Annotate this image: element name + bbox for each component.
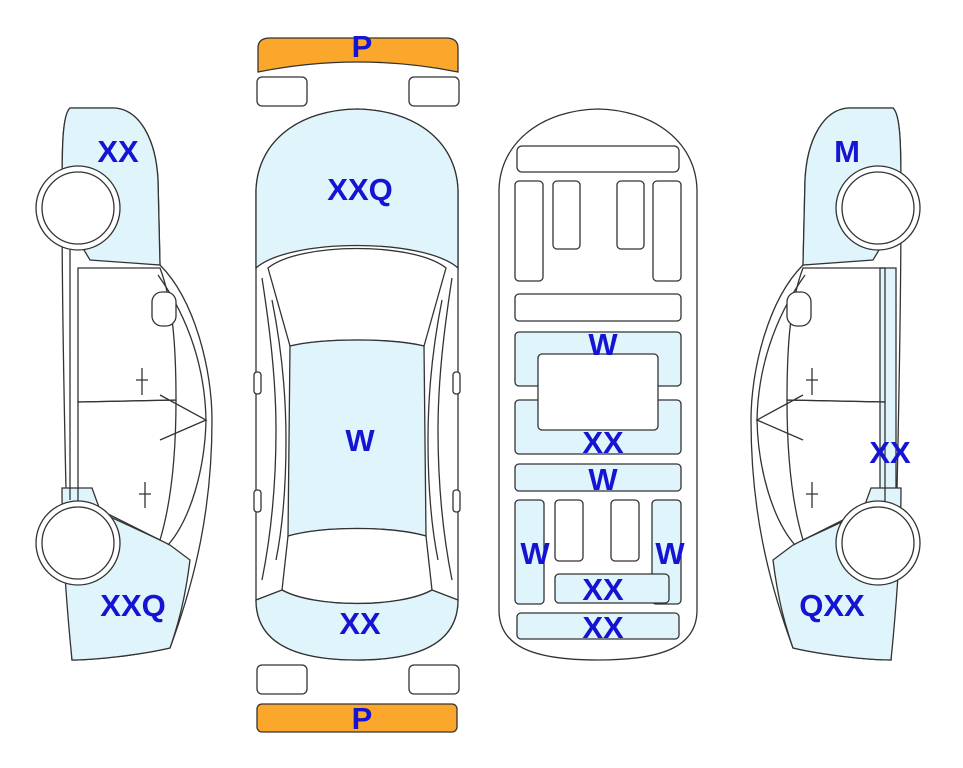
interior-cargo-zone[interactable] [516, 612, 680, 640]
left-door-handle [253, 489, 262, 513]
right-rear-label: QXX [799, 588, 865, 623]
interior-rear-left-zone[interactable] [514, 499, 545, 605]
interior-front-right-seat [616, 180, 645, 250]
left-mirror [253, 371, 262, 395]
interior-dash-label: W [588, 327, 618, 362]
left-front-wheel [35, 165, 121, 251]
interior-front-right-door [652, 180, 682, 282]
interior-rear-right-seat [610, 499, 640, 562]
interior-front-seat-label: W [588, 462, 618, 497]
interior-rear-center-zone[interactable] [554, 573, 670, 604]
rear-bumper-shape [256, 703, 458, 733]
roof-label: W [345, 423, 375, 458]
right-mirror [452, 371, 461, 395]
right-side-car: M XX QXX [750, 107, 921, 661]
top-view-car: XXQ W XX [253, 108, 461, 661]
left-rear-wheel-rim [41, 506, 115, 580]
windshield [267, 247, 447, 347]
left-front-label: XX [97, 134, 139, 169]
right-side-mirror [786, 291, 812, 327]
right-window-inner [427, 299, 443, 561]
left-side-mirror [151, 291, 177, 327]
interior-dashboard [516, 145, 680, 173]
trunk-panel[interactable] [255, 589, 459, 661]
right-side-windows [437, 277, 453, 581]
rear-right-light [408, 664, 460, 695]
left-side-windows [261, 277, 277, 581]
left-window-frame [159, 394, 208, 441]
right-rear-wheel-rim [841, 506, 915, 580]
front-bumper-shape [257, 37, 459, 73]
left-front-handle [136, 368, 148, 395]
left-front-wheel-rim [41, 171, 115, 245]
hood-label: XXQ [327, 172, 392, 207]
trunk-label: XX [339, 606, 381, 641]
right-front-label: M [834, 134, 860, 169]
interior-rear-left-label: W [520, 536, 550, 571]
interior-front-left-door [514, 180, 544, 282]
right-side-label: XX [869, 435, 911, 470]
interior-rear-center-label: XX [582, 572, 624, 607]
front-left-light [256, 76, 308, 107]
interior-center-console [537, 353, 659, 431]
interior-cargo-label: XX [582, 610, 624, 645]
rear-bumper[interactable]: P [256, 701, 458, 736]
rear-left-light [256, 664, 308, 695]
right-rear-wheel [835, 500, 921, 586]
right-rear-door [786, 399, 886, 541]
rear-window [281, 527, 433, 605]
left-rear-wheel [35, 500, 121, 586]
left-window-inner [271, 299, 287, 561]
front-right-light [408, 76, 460, 107]
interior-rear-right-label: W [655, 536, 685, 571]
rear-bumper-label: P [352, 701, 373, 736]
right-rear-handle [806, 482, 818, 508]
right-front-wheel [835, 165, 921, 251]
right-window-frame [755, 394, 804, 441]
interior-rear-left-seat [554, 499, 584, 562]
interior-front-left-seat [552, 180, 581, 250]
right-front-handle [806, 368, 818, 395]
right-door-handle [452, 489, 461, 513]
interior-console-bar [514, 293, 682, 322]
left-rear-label: XXQ [100, 588, 165, 623]
left-side-car: XX XXQ [35, 107, 213, 661]
left-rear-handle [139, 482, 151, 508]
front-bumper-label: P [352, 29, 373, 64]
left-rear-door [77, 399, 177, 541]
right-front-wheel-rim [841, 171, 915, 245]
front-bumper[interactable]: P [257, 29, 459, 73]
interior-center-label: XX [582, 425, 624, 460]
interior-front-seat-zone[interactable] [514, 463, 682, 492]
hood-panel[interactable] [255, 108, 459, 270]
interior-view: W XX W W W XX XX [498, 108, 698, 661]
